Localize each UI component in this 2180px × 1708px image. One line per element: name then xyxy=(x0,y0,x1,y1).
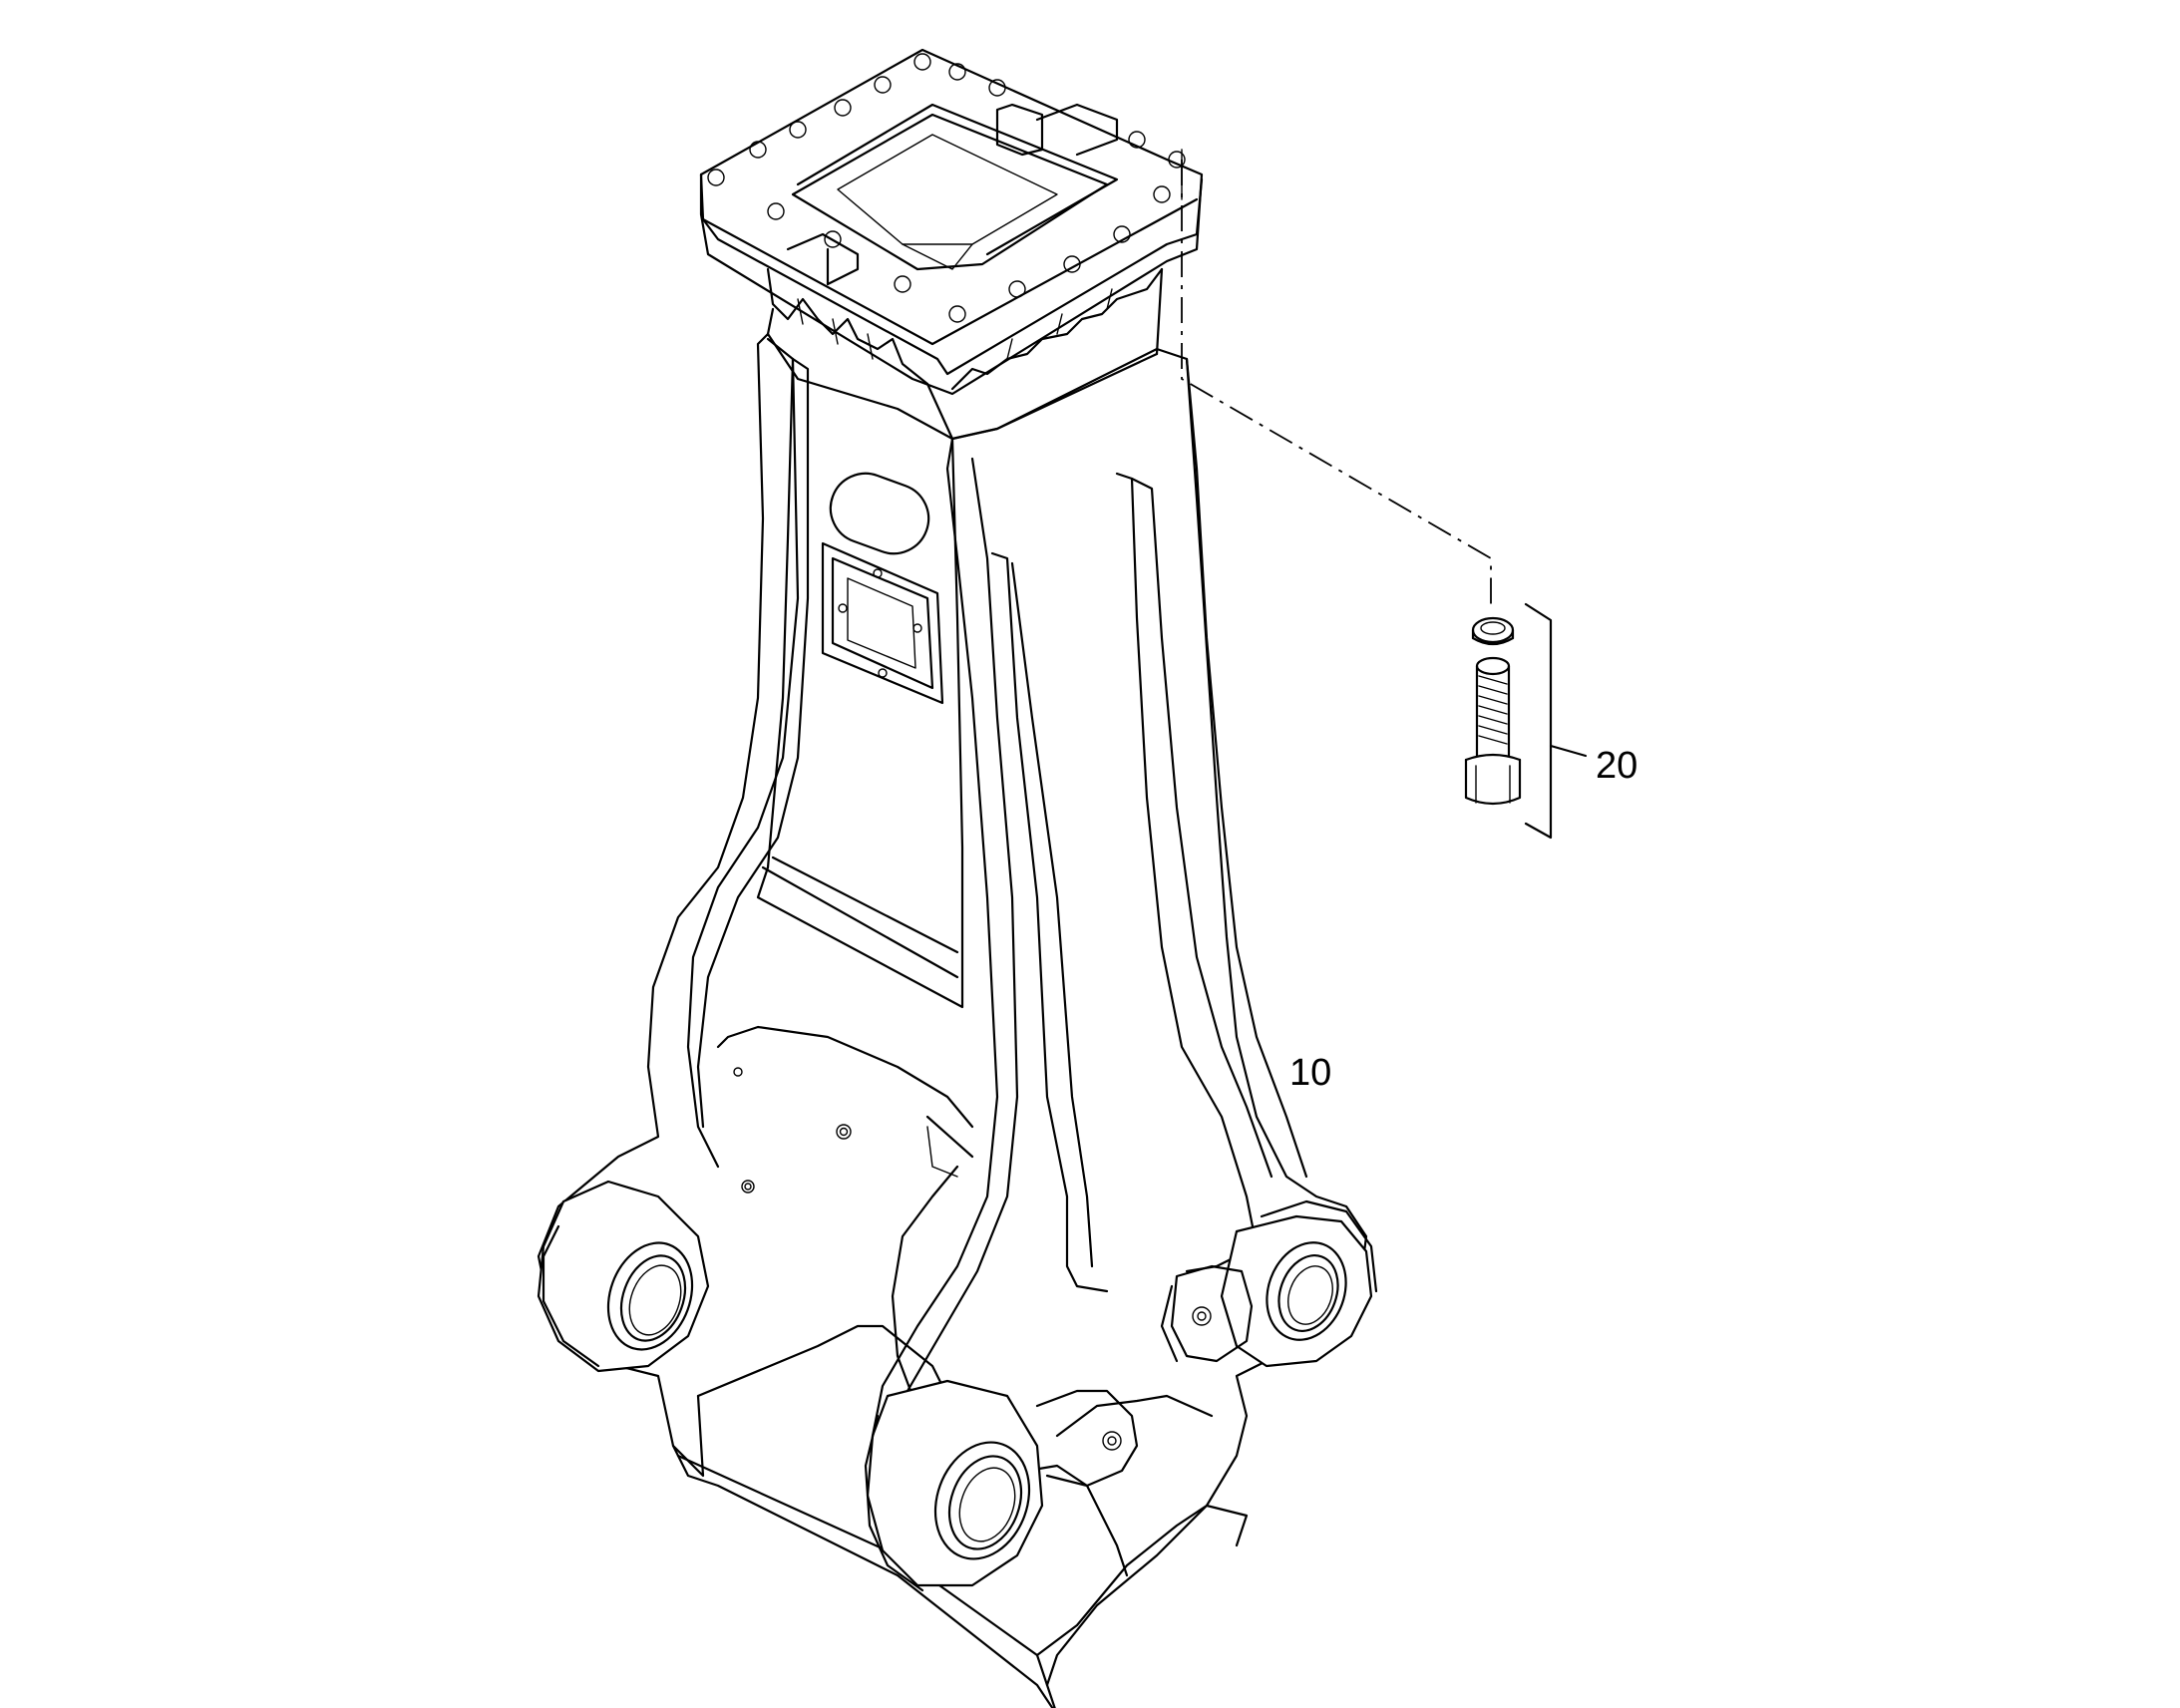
callout-label-10: 10 xyxy=(1289,1052,1331,1094)
service-cover-plate xyxy=(821,541,944,705)
callout-label-20: 20 xyxy=(1596,745,1637,787)
left-arm-rim xyxy=(686,337,800,1169)
socket-head-screw xyxy=(1464,656,1522,806)
housing-outline xyxy=(537,332,1368,1708)
top-mounting-flange xyxy=(699,48,1204,441)
leader-dash-line xyxy=(1181,149,1492,608)
callout-bracket-20 xyxy=(1524,602,1588,840)
front-pivot-boss xyxy=(864,1379,1139,1592)
nameplate xyxy=(829,472,930,555)
main-body-housing xyxy=(537,332,1368,1708)
front-column-face xyxy=(756,357,964,1009)
left-pivot-boss xyxy=(537,1180,710,1373)
flange-ribs xyxy=(766,267,929,386)
flange-bolt-holes xyxy=(707,53,1186,323)
inner-housing-face xyxy=(716,1025,974,1129)
right-pivot-boss xyxy=(1160,1199,1378,1368)
washer xyxy=(1471,616,1515,646)
